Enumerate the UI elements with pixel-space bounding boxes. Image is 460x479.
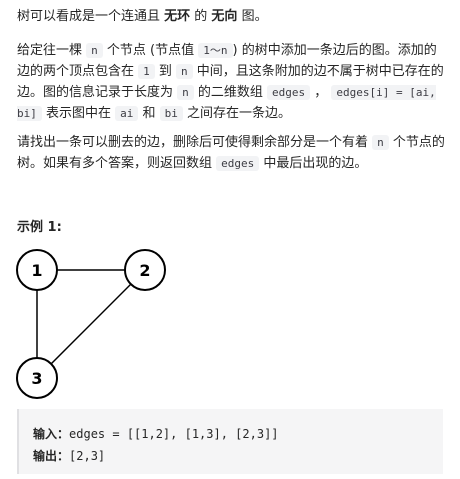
input-value: edges = [[1,2], [1,3], [2,3]]: [69, 427, 279, 441]
node-label: 3: [31, 369, 42, 388]
task-paragraph: 请找出一条可以删去的边，删除后可使得剩余部分是一个有着 n 个节点的树。如果有多…: [17, 132, 447, 174]
example-io-block: 输入：edges = [[1,2], [1,3], [2,3]] 输出：[2,3…: [17, 409, 443, 474]
desc-text: 的二维数组: [193, 85, 268, 100]
intro-text: 图。: [237, 9, 268, 24]
inline-code: bi: [159, 106, 183, 121]
example-graph-diagram: 1 2 3: [16, 249, 166, 399]
inline-code: n: [372, 135, 389, 150]
example-title: 示例 1:: [17, 220, 62, 235]
inline-code: 1: [138, 64, 155, 79]
intro-bold-acyclic: 无环: [164, 9, 191, 24]
graph-node-1: 1: [16, 249, 58, 291]
graph-node-2: 2: [124, 249, 166, 291]
inline-code: edges: [216, 156, 260, 171]
inline-code: ai: [115, 106, 139, 121]
node-label: 1: [31, 261, 42, 280]
example-input-line: 输入：edges = [[1,2], [1,3], [2,3]]: [33, 425, 279, 442]
node-label: 2: [139, 261, 150, 280]
task-text: 请找出一条可以删去的边，删除后可使得剩余部分是一个有着: [17, 135, 373, 150]
desc-text: 到: [154, 64, 177, 79]
inline-code: n: [177, 85, 194, 100]
output-label: 输出：: [33, 449, 70, 463]
desc-text: 给定往一棵: [17, 43, 87, 58]
desc-text: 表示图中在: [41, 106, 116, 121]
task-text: 个节点的树。如果有多个答案，则返回数组: [17, 135, 445, 171]
example-output-line: 输出：[2,3]: [33, 447, 105, 464]
graph-node-3: 3: [16, 357, 58, 399]
inline-code: n: [176, 64, 193, 79]
edge-2-3: [36, 269, 146, 379]
desc-text: 个节点 (节点值: [102, 43, 199, 58]
task-text: 中最后出现的边。: [259, 156, 368, 171]
desc-text: ) 的树中添加一条边后的图。添加的边的两个顶点包含在: [17, 43, 437, 79]
desc-text: 之间存在一条边。: [182, 106, 292, 121]
inline-code: 1～n: [198, 43, 233, 58]
intro-paragraph: 树可以看成是一个连通且 无环 的 无向 图。: [17, 6, 447, 27]
desc-text: 中间，且这条附加的边不属于树中已存在的边。图的信息记录于长度为: [17, 64, 444, 100]
desc-text: 和: [138, 106, 160, 121]
intro-text: 的: [190, 9, 212, 24]
intro-text: 树可以看成是一个连通且: [17, 9, 165, 24]
inline-code: edges: [267, 85, 311, 100]
description-paragraph: 给定往一棵 n 个节点 (节点值 1～n) 的树中添加一条边后的图。添加的边的两…: [17, 40, 447, 124]
input-label: 输入：: [33, 427, 70, 441]
intro-bold-undirected: 无向: [211, 9, 238, 24]
desc-text: ，: [310, 85, 332, 100]
inline-code: n: [86, 43, 103, 58]
output-value: [2,3]: [69, 449, 106, 463]
